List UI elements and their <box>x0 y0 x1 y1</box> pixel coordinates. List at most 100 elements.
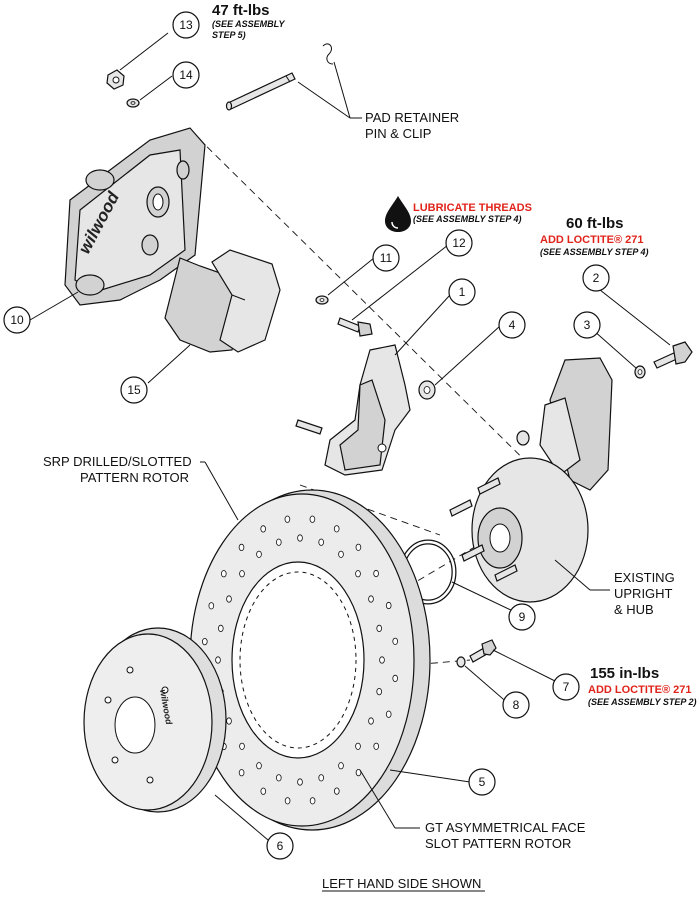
drill-hole <box>238 769 245 777</box>
drill-hole <box>309 797 316 805</box>
drill-hole <box>226 717 232 725</box>
brake-rotor <box>189 489 431 831</box>
svg-text:& HUB: & HUB <box>614 602 654 617</box>
svg-text:47 ft-lbs: 47 ft-lbs <box>212 2 270 19</box>
svg-text:GT ASYMMETRICAL FACE: GT ASYMMETRICAL FACE <box>425 820 586 835</box>
drill-hole <box>260 787 267 795</box>
mounting-washer <box>634 365 646 379</box>
drill-hole <box>376 687 383 696</box>
mounting-bolt <box>653 341 693 369</box>
callout-14: 14 <box>172 61 200 89</box>
drill-hole <box>297 778 303 786</box>
svg-text:1: 1 <box>459 285 466 299</box>
drill-hole <box>373 742 380 750</box>
callout-11: 11 <box>372 244 400 272</box>
svg-text:PIN & CLIP: PIN & CLIP <box>365 126 431 141</box>
footer-note: LEFT HAND SIDE SHOWN <box>322 876 485 892</box>
svg-text:LEFT HAND SIDE SHOWN: LEFT HAND SIDE SHOWN <box>322 876 481 891</box>
drill-hole <box>333 525 340 533</box>
callout-1: 1 <box>448 278 476 306</box>
drill-hole <box>215 656 221 664</box>
callout-7: 7 <box>552 673 580 701</box>
drill-hole <box>376 624 383 633</box>
caliper-nut <box>106 69 125 90</box>
svg-text:2: 2 <box>593 271 600 285</box>
svg-text:6: 6 <box>277 839 284 853</box>
drill-hole <box>392 637 399 645</box>
drill-hole <box>355 570 361 578</box>
label-lubricate: LUBRICATE THREADS (SEE ASSEMBLY STEP 4) <box>385 196 532 232</box>
callout-9: 9 <box>508 603 536 631</box>
svg-text:ADD LOCTITE® 271: ADD LOCTITE® 271 <box>540 234 643 246</box>
label-pad-retainer: PAD RETAINER PIN & CLIP <box>365 110 459 141</box>
svg-text:UPRIGHT: UPRIGHT <box>614 586 673 601</box>
drill-hole <box>284 515 291 523</box>
drill-hole <box>338 762 344 770</box>
label-srp-rotor: SRP DRILLED/SLOTTED PATTERN ROTOR <box>43 454 192 485</box>
drill-hole <box>275 538 282 546</box>
svg-text:4: 4 <box>509 318 516 332</box>
callout-5: 5 <box>468 768 496 796</box>
svg-text:8: 8 <box>513 698 520 712</box>
drill-hole <box>239 742 245 750</box>
leader-lines <box>29 32 671 841</box>
drill-hole <box>275 774 282 782</box>
drill-hole <box>333 787 340 795</box>
svg-text:12: 12 <box>452 236 466 250</box>
svg-text:(SEE ASSEMBLY STEP 4): (SEE ASSEMBLY STEP 4) <box>540 247 649 257</box>
svg-text:5: 5 <box>479 775 486 789</box>
drill-hole <box>338 550 344 558</box>
callout-6: 6 <box>266 832 294 860</box>
svg-text:SLOT PATTERN ROTOR: SLOT PATTERN ROTOR <box>425 836 571 851</box>
svg-text:PAD RETAINER: PAD RETAINER <box>365 110 459 125</box>
svg-text:7: 7 <box>563 680 570 694</box>
drill-hole <box>373 569 379 578</box>
svg-text:(SEE ASSEMBLY: (SEE ASSEMBLY <box>212 19 286 29</box>
caliper: wilwood <box>64 127 206 306</box>
label-torque-60: 60 ft-lbs ADD LOCTITE® 271 (SEE ASSEMBLY… <box>540 215 649 257</box>
svg-text:14: 14 <box>179 68 193 82</box>
callout-12: 12 <box>445 229 473 257</box>
drill-hole <box>355 742 361 750</box>
upright-and-hub <box>449 357 613 603</box>
pad-retainer-pin <box>225 43 334 111</box>
drill-hole <box>284 797 291 805</box>
drill-hole <box>202 637 208 646</box>
svg-text:EXISTING: EXISTING <box>614 570 675 585</box>
drill-hole <box>309 515 316 523</box>
bracket-spacer <box>418 380 436 400</box>
label-gt-rotor: GT ASYMMETRICAL FACE SLOT PATTERN ROTOR <box>425 820 586 851</box>
caliper-washer <box>126 98 140 108</box>
hat-bolt <box>469 639 497 663</box>
svg-text:60 ft-lbs: 60 ft-lbs <box>566 215 624 232</box>
drill-hole <box>260 525 267 533</box>
svg-text:9: 9 <box>519 610 526 624</box>
drill-hole <box>368 717 374 725</box>
callout-10: 10 <box>3 306 31 334</box>
svg-text:15: 15 <box>127 383 141 397</box>
callout-8: 8 <box>502 691 530 719</box>
drill-hole <box>226 595 232 603</box>
svg-text:PATTERN ROTOR: PATTERN ROTOR <box>80 470 189 485</box>
callout-3: 3 <box>573 311 601 339</box>
svg-text:(SEE ASSEMBLY STEP 2): (SEE ASSEMBLY STEP 2) <box>588 697 697 707</box>
svg-text:3: 3 <box>584 318 591 332</box>
svg-text:SRP DRILLED/SLOTTED: SRP DRILLED/SLOTTED <box>43 454 192 469</box>
drill-hole <box>385 710 392 718</box>
drill-hole <box>318 774 325 782</box>
callout-15: 15 <box>120 376 148 404</box>
svg-text:155 in-lbs: 155 in-lbs <box>590 665 659 682</box>
caliper-bracket <box>295 344 411 476</box>
bracket-washer <box>315 295 329 305</box>
callout-13: 13 <box>172 11 200 39</box>
drill-hole <box>239 570 245 578</box>
drill-hole <box>256 762 262 770</box>
drill-hole <box>385 601 392 610</box>
svg-text:STEP 5): STEP 5) <box>212 30 246 40</box>
callout-2: 2 <box>582 264 610 292</box>
drill-hole <box>208 602 215 610</box>
hat-washer <box>456 656 466 668</box>
oil-drop-icon <box>385 196 411 232</box>
